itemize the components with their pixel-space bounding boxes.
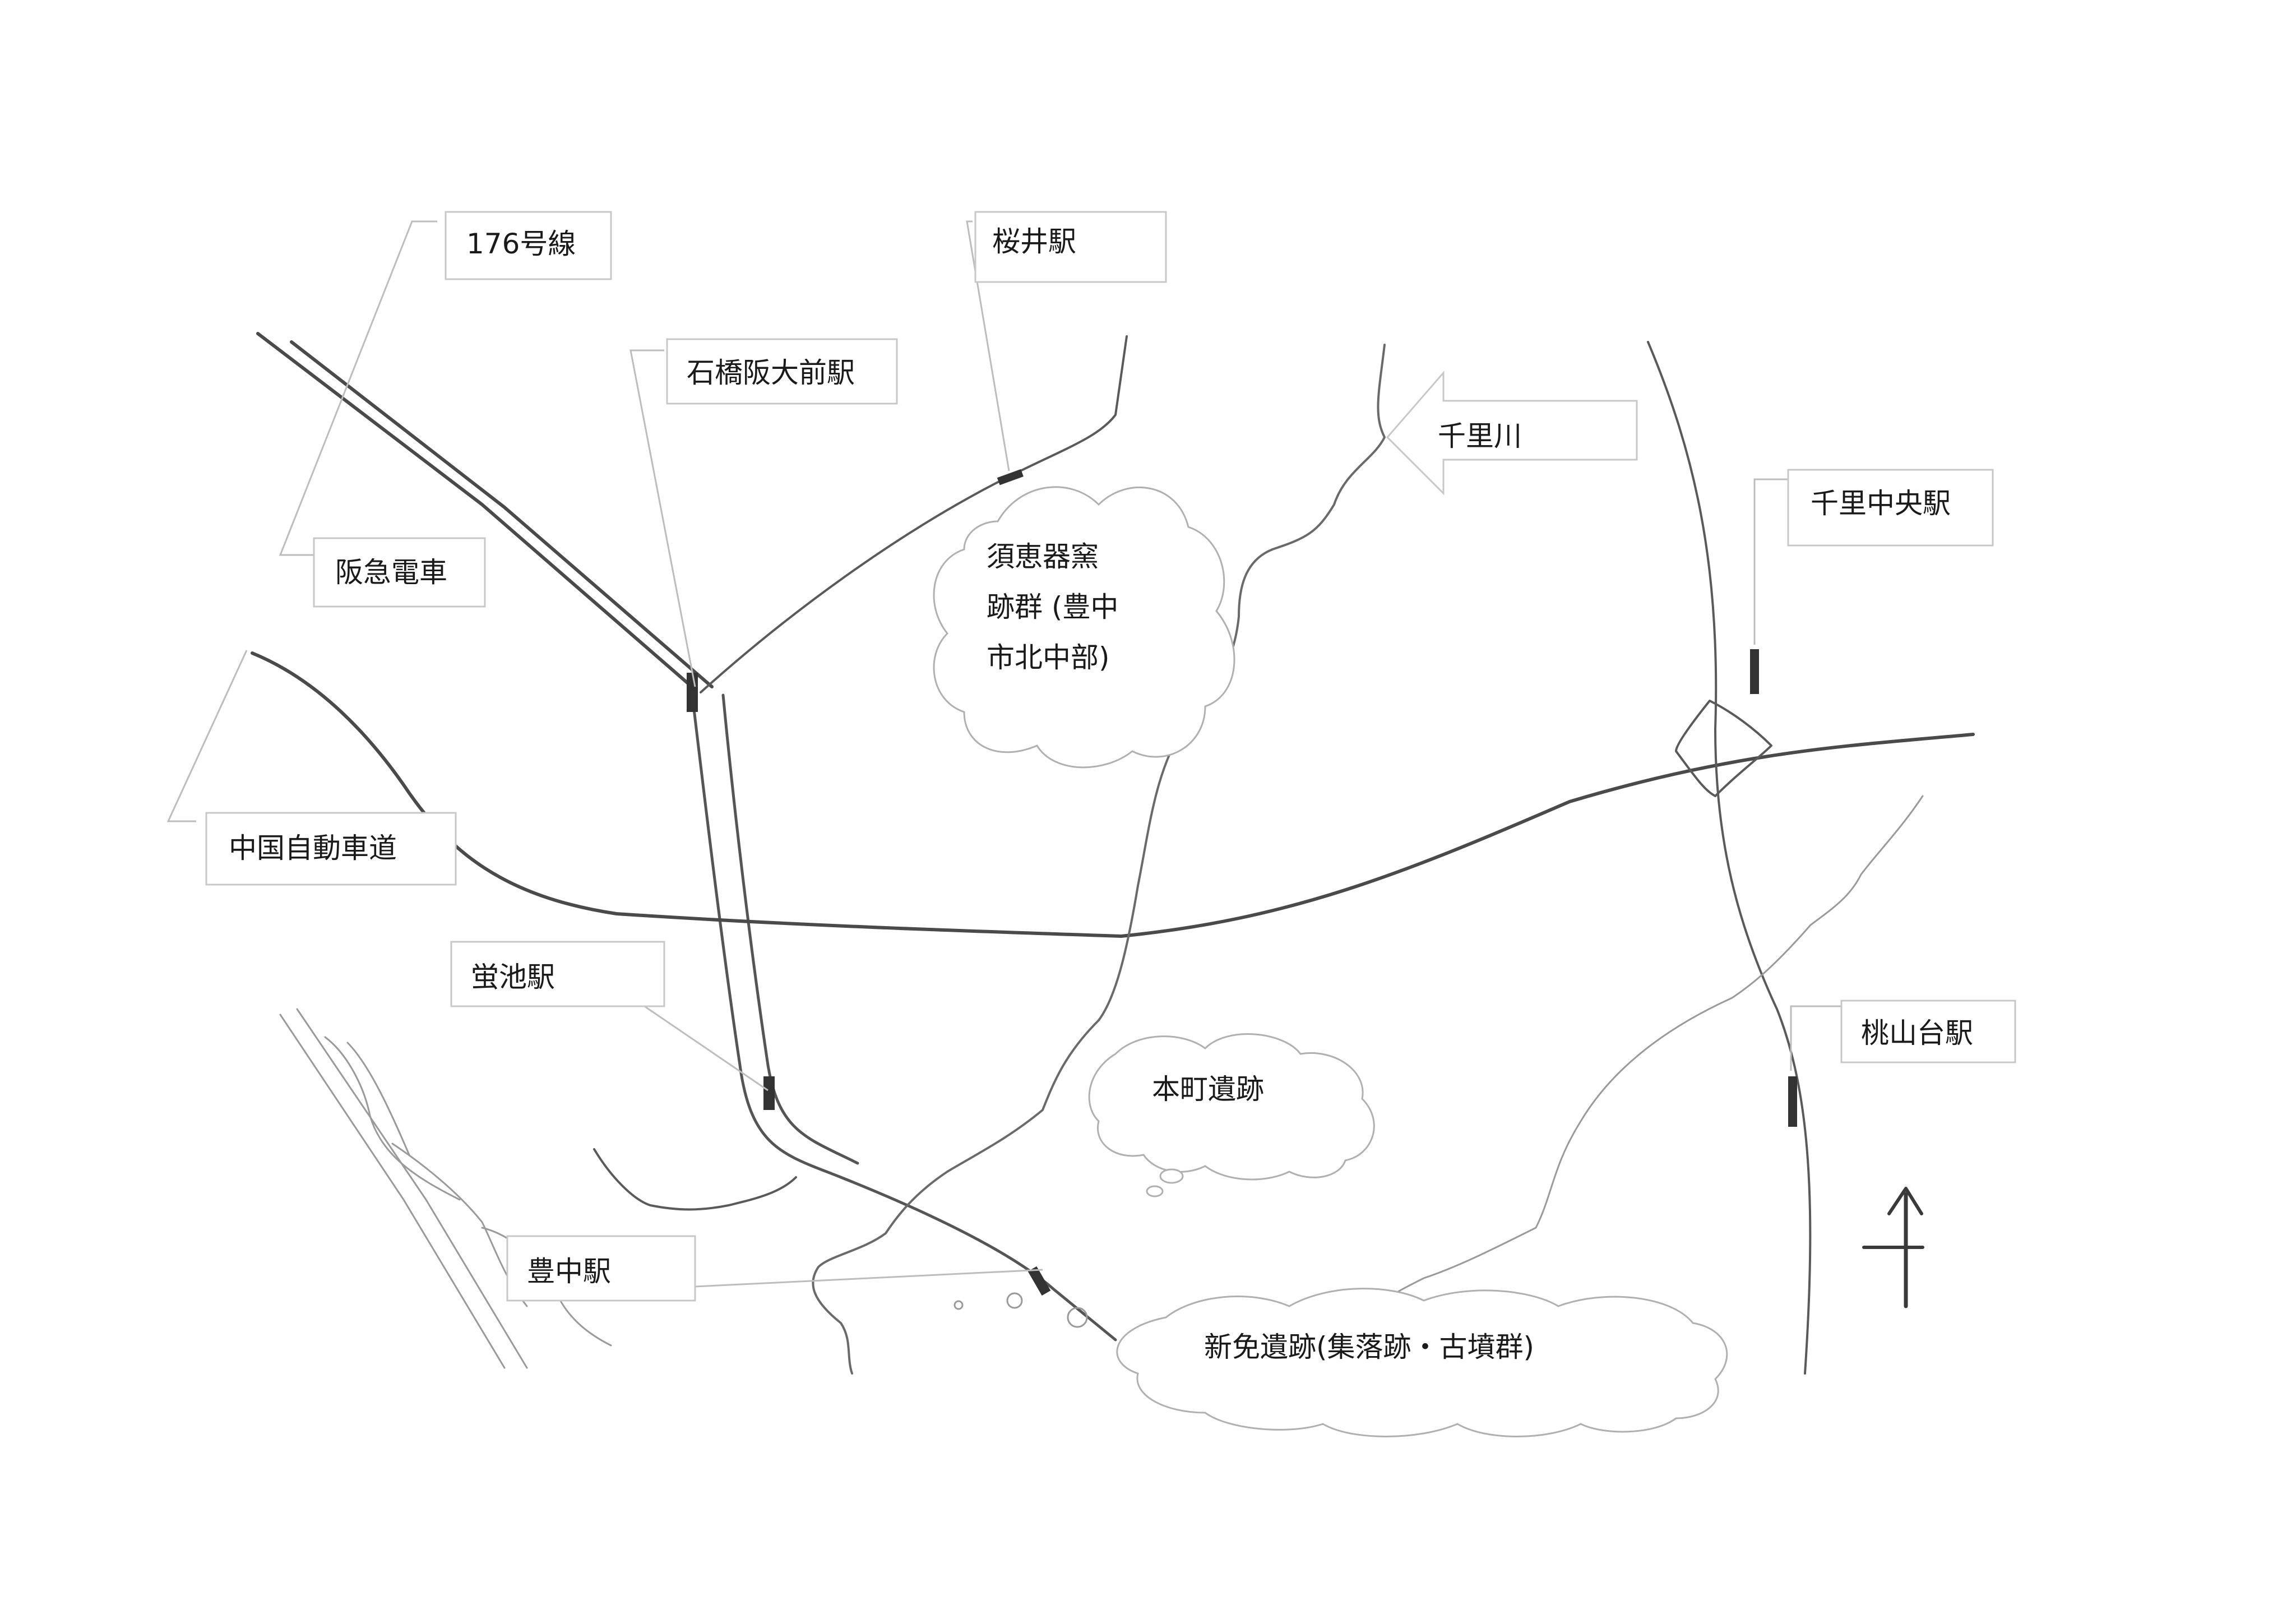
ishibashi-leader	[629, 349, 696, 687]
svg-text:千里中央駅: 千里中央駅	[1811, 487, 1951, 520]
sakurai-station-marker	[997, 469, 1024, 485]
label-chugoku-expressway: 中国自動車道	[205, 812, 457, 886]
momoyamadai-leader	[1790, 1005, 1841, 1071]
hankyu-railway	[691, 693, 1117, 1342]
hotarugaike-station-marker	[763, 1076, 775, 1110]
route176-leader	[279, 220, 437, 556]
svg-text:石橋阪大前駅: 石橋阪大前駅	[687, 357, 855, 389]
small-circle-marker	[1067, 1307, 1088, 1328]
label-senri-river: 千里川	[1386, 370, 1638, 496]
kita-osaka-kyuko-line	[1647, 341, 1812, 1375]
momoyamadai-station-marker	[1788, 1076, 1797, 1127]
chugoku-leader	[166, 650, 248, 822]
route-176-road	[256, 332, 714, 691]
label-hotarugaike-station: 蛍池駅	[450, 941, 665, 1007]
toyonaka-leader	[695, 1269, 1043, 1288]
small-circle-marker	[953, 1300, 964, 1310]
north-arrow-icon	[1862, 1187, 1924, 1308]
minoo-line-branch	[700, 335, 1128, 693]
sueki-site-line-2: 跡群 (豊中	[987, 591, 1118, 623]
svg-text:千里川: 千里川	[1438, 420, 1522, 452]
ishibashi-station-marker	[687, 673, 698, 712]
label-senri-chuo-station: 千里中央駅	[1787, 469, 1994, 547]
toyonaka-street-sketch	[279, 1008, 612, 1369]
toyonaka-station-marker	[1027, 1266, 1051, 1296]
senri-interchange	[1675, 700, 1772, 797]
label-route176: 176号線	[445, 211, 612, 280]
svg-text:豊中駅: 豊中駅	[527, 1255, 611, 1288]
western-stream	[593, 1148, 797, 1211]
label-toyonaka-station: 豊中駅	[506, 1235, 696, 1302]
shinmen-site-cloud: 新免遺跡(集落跡・古墳群)	[1116, 1288, 1728, 1437]
label-ishibashi-station: 石橋阪大前駅	[666, 338, 898, 405]
chugoku-expressway-road	[251, 651, 1975, 938]
honmachi-site-label: 本町遺跡	[1152, 1073, 1264, 1105]
svg-text:176号線: 176号線	[466, 228, 576, 260]
honmachi-site-cloud: 本町遺跡	[1088, 1033, 1375, 1197]
shinmen-site-label: 新免遺跡(集落跡・古墳群)	[1204, 1331, 1534, 1363]
eastern-road-line	[1378, 795, 1924, 1307]
sueki-site-line-3: 市北中部)	[987, 641, 1110, 674]
sueki-kiln-site-cloud: 須恵器窯 跡群 (豊中 市北中部)	[933, 486, 1235, 769]
sueki-site-line-1: 須恵器窯	[987, 540, 1099, 573]
senri-chuo-station-marker	[1750, 649, 1759, 694]
svg-text:中国自動車道: 中国自動車道	[229, 832, 397, 864]
hotarugaike-leader	[636, 1000, 769, 1091]
label-momoyamadai-station: 桃山台駅	[1840, 1000, 2016, 1063]
small-circle-marker	[1006, 1292, 1023, 1309]
senri-chuo-leader	[1753, 478, 1788, 645]
svg-text:阪急電車: 阪急電車	[335, 556, 447, 589]
svg-text:桃山台駅: 桃山台駅	[1861, 1017, 1973, 1049]
label-sakurai-station: 桜井駅	[974, 211, 1167, 283]
svg-text:蛍池駅: 蛍池駅	[471, 961, 555, 993]
svg-text:桜井駅: 桜井駅	[992, 225, 1076, 258]
sakurai-leader	[966, 220, 1010, 471]
label-hankyu: 阪急電車	[313, 537, 486, 608]
senri-river-line	[812, 344, 1386, 1375]
